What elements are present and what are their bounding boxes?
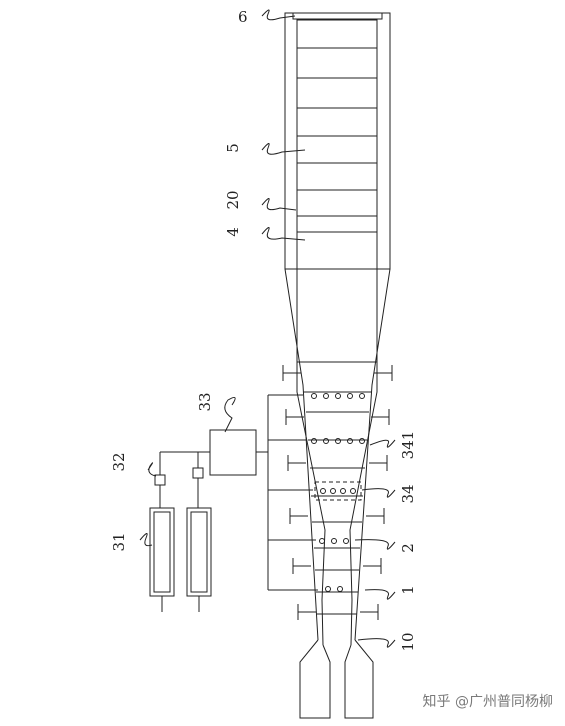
inner-chamber (296, 19, 378, 270)
valve-32-b (192, 467, 204, 479)
ring-lines (306, 411, 369, 615)
outer-wall-right (354, 268, 391, 641)
label-6: 6 (238, 8, 248, 26)
distributor-34 (314, 481, 362, 501)
label-32: 32 (110, 452, 128, 471)
tray-lines (297, 47, 377, 233)
watermark: 知乎 @广州普同杨柳 (422, 694, 553, 710)
label-2: 2 (399, 543, 417, 553)
label-5: 5 (224, 143, 242, 153)
top-cap-6 (292, 12, 383, 20)
leader-lines (139, 9, 396, 648)
gas-manifold (256, 394, 318, 591)
label-31: 31 (110, 532, 128, 551)
label-4: 4 (224, 227, 242, 237)
label-33: 33 (196, 392, 214, 411)
outer-chamber (284, 12, 391, 270)
nozzles-left (282, 365, 316, 620)
gas-holes (311, 393, 365, 592)
inner-wall-left (296, 269, 326, 646)
bottom-neck-right (344, 639, 374, 719)
label-34: 34 (399, 484, 417, 503)
controller-box-33 (209, 429, 257, 476)
label-20: 20 (224, 190, 242, 209)
nozzles-right (360, 365, 393, 620)
valve-32-a (154, 474, 166, 486)
label-1: 1 (399, 585, 417, 595)
label-341: 341 (399, 431, 417, 460)
gas-piping (154, 451, 210, 508)
gas-cylinders-31 (149, 507, 212, 612)
label-10: 10 (399, 632, 417, 651)
inner-wall-right (349, 269, 378, 646)
outer-wall-left (284, 268, 319, 641)
bottom-neck-left (299, 639, 331, 719)
